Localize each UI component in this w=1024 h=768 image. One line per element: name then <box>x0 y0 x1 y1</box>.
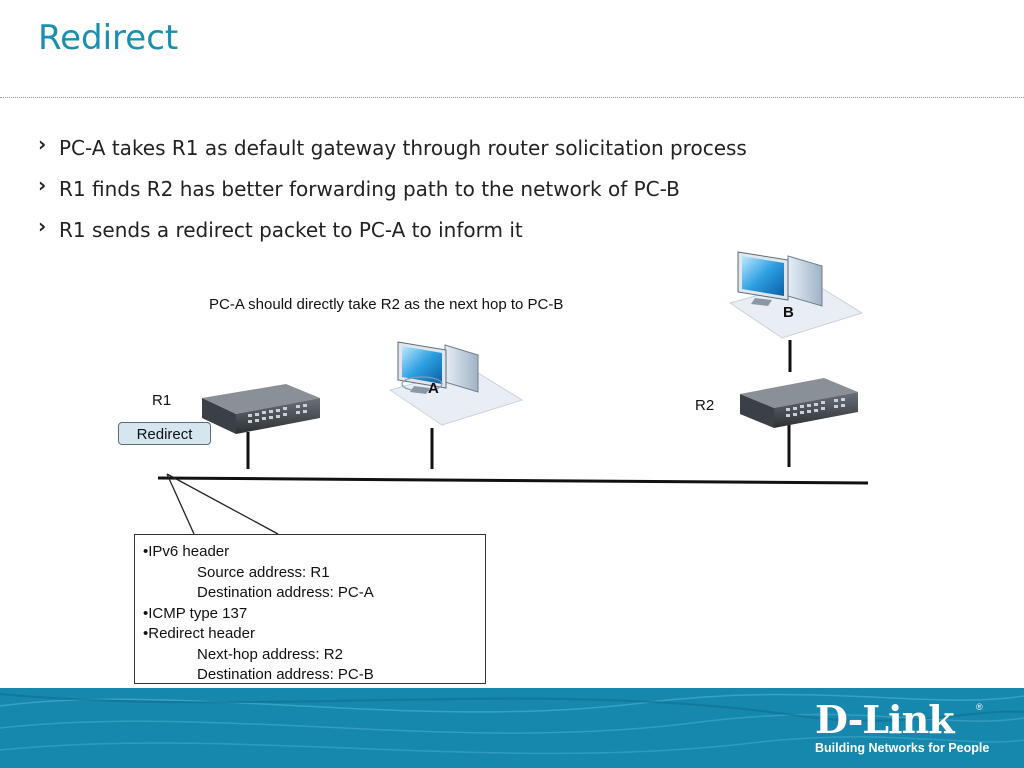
callout-pointer <box>166 473 279 535</box>
title-divider <box>0 97 1024 98</box>
slide-title: Redirect <box>38 18 179 58</box>
packet-info-line: Next-hop address: R2 <box>197 645 343 663</box>
bullet-text: R1 finds R2 has better forwarding path t… <box>59 177 680 201</box>
packet-info-line: •ICMP type 137 <box>143 604 248 622</box>
footer-wave-decoration <box>0 693 1024 755</box>
router-r2-label: R2 <box>695 397 715 414</box>
registered-mark: ® <box>976 702 983 712</box>
redirect-button[interactable]: Redirect <box>118 422 211 445</box>
packet-info-line: Source address: R1 <box>197 563 330 581</box>
bullet-text: R1 sends a redirect packet to PC-A to in… <box>59 218 523 242</box>
chevron-right-icon: › <box>38 173 47 197</box>
pc-a-label: A <box>428 380 439 397</box>
chevron-right-icon: › <box>38 214 47 238</box>
packet-info-box: •IPv6 header Source address: R1 Destinat… <box>134 534 486 684</box>
logo-brand: D-Link <box>815 697 955 742</box>
bullet-text: PC-A takes R1 as default gateway through… <box>59 136 747 160</box>
computer-a-icon <box>388 341 524 426</box>
pc-b-label: B <box>783 304 794 321</box>
router-r2-icon <box>740 378 858 428</box>
packet-info-line: •Redirect header <box>143 625 255 642</box>
packet-info-line: Destination address: PC-A <box>197 584 374 601</box>
router-r1-label: R1 <box>152 392 172 409</box>
dlink-logo: D-Link ® Building Networks for People <box>815 700 990 756</box>
footer-bar <box>0 688 1024 768</box>
network-bus-line <box>157 476 869 485</box>
packet-info-line: •IPv6 header <box>143 543 230 560</box>
packet-info-line: Destination address: PC-B <box>197 666 374 683</box>
diagram-note: PC-A should directly take R2 as the next… <box>209 296 564 313</box>
router-r1-icon <box>202 384 320 434</box>
computer-b-icon <box>728 251 864 339</box>
logo-tagline: Building Networks for People <box>815 741 990 755</box>
chevron-right-icon: › <box>38 132 47 156</box>
